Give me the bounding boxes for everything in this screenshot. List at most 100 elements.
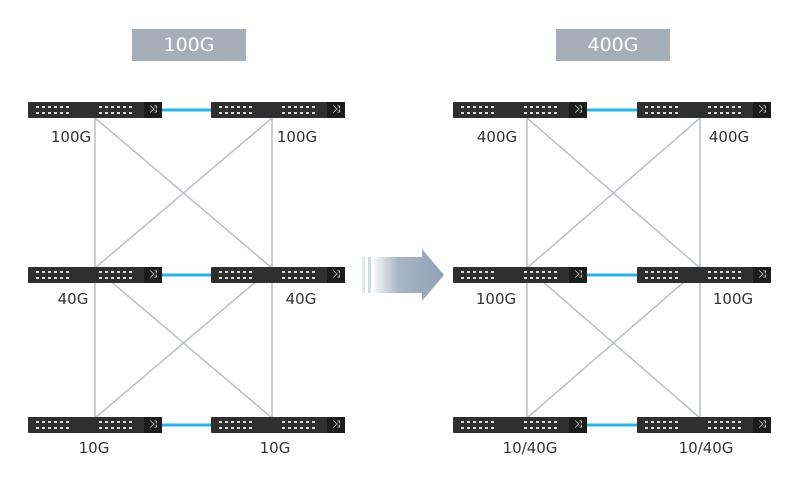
- port-led: [714, 277, 717, 279]
- switch: ⤨: [211, 102, 345, 118]
- port-led: [66, 421, 69, 423]
- port-led: [54, 427, 57, 429]
- shuffle-icon: ⤨: [753, 417, 771, 433]
- port-led: [726, 277, 729, 279]
- port-led: [491, 421, 494, 423]
- port-led: [294, 106, 297, 108]
- port-led: [663, 427, 666, 429]
- port-led: [249, 421, 252, 423]
- port-led: [491, 271, 494, 273]
- port-led: [530, 421, 533, 423]
- port-led: [219, 271, 222, 273]
- port-led: [306, 427, 309, 429]
- port-led: [726, 427, 729, 429]
- port-led: [714, 112, 717, 114]
- port-led: [485, 427, 488, 429]
- port-led: [249, 271, 252, 273]
- port-led: [288, 277, 291, 279]
- port-led: [669, 271, 672, 273]
- port-led: [123, 277, 126, 279]
- switch-speed-label: 10G: [78, 439, 110, 457]
- port-led: [485, 112, 488, 114]
- port-led: [651, 106, 654, 108]
- port-led: [99, 427, 102, 429]
- port-led: [129, 271, 132, 273]
- port-led: [732, 271, 735, 273]
- port-led: [524, 421, 527, 423]
- port-led: [66, 277, 69, 279]
- port-led: [306, 421, 309, 423]
- port-led: [294, 421, 297, 423]
- port-led: [726, 271, 729, 273]
- port-led: [675, 427, 678, 429]
- port-led: [536, 277, 539, 279]
- port-led: [312, 277, 315, 279]
- port-led: [548, 112, 551, 114]
- right-mesh-links: [526, 117, 701, 419]
- port-led: [554, 277, 557, 279]
- port-led: [219, 106, 222, 108]
- port-led: [536, 427, 539, 429]
- port-led: [60, 277, 63, 279]
- port-led: [117, 112, 120, 114]
- port-led: [123, 427, 126, 429]
- port-led: [554, 427, 557, 429]
- switch-speed-label: 400G: [476, 128, 518, 146]
- switch: ⤨: [211, 417, 345, 433]
- port-led: [219, 112, 222, 114]
- port-led: [306, 277, 309, 279]
- port-led: [243, 271, 246, 273]
- port-led: [657, 271, 660, 273]
- port-led: [651, 421, 654, 423]
- switch-speed-label: 10/40G: [502, 439, 558, 457]
- port-led: [461, 106, 464, 108]
- port-led: [708, 112, 711, 114]
- port-led: [219, 427, 222, 429]
- port-led: [548, 271, 551, 273]
- port-led: [645, 106, 648, 108]
- port-led: [111, 277, 114, 279]
- port-led: [249, 106, 252, 108]
- port-led: [117, 271, 120, 273]
- port-led: [669, 421, 672, 423]
- port-led: [288, 112, 291, 114]
- right-arrow-icon: [362, 249, 444, 301]
- port-led: [461, 112, 464, 114]
- port-led: [129, 112, 132, 114]
- shuffle-icon: ⤨: [753, 102, 771, 118]
- port-led: [105, 112, 108, 114]
- port-led: [237, 271, 240, 273]
- switch: ⤨: [453, 102, 587, 118]
- port-led: [42, 271, 45, 273]
- port-led: [300, 112, 303, 114]
- port-led: [669, 112, 672, 114]
- port-led: [645, 112, 648, 114]
- port-led: [651, 112, 654, 114]
- port-led: [645, 271, 648, 273]
- port-led: [105, 277, 108, 279]
- port-led: [36, 427, 39, 429]
- shuffle-icon: ⤨: [569, 102, 587, 118]
- port-led: [467, 112, 470, 114]
- port-led: [651, 271, 654, 273]
- port-led: [312, 271, 315, 273]
- port-led: [54, 421, 57, 423]
- port-led: [294, 271, 297, 273]
- port-led: [738, 112, 741, 114]
- port-led: [231, 421, 234, 423]
- port-led: [243, 106, 246, 108]
- switch: ⤨: [211, 267, 345, 283]
- port-led: [111, 271, 114, 273]
- port-led: [117, 277, 120, 279]
- port-led: [312, 427, 315, 429]
- port-led: [461, 271, 464, 273]
- shuffle-icon: ⤨: [144, 267, 162, 283]
- port-led: [461, 421, 464, 423]
- port-led: [282, 277, 285, 279]
- port-led: [225, 427, 228, 429]
- port-led: [249, 427, 252, 429]
- port-led: [282, 427, 285, 429]
- uplinks: [161, 108, 638, 427]
- port-led: [720, 271, 723, 273]
